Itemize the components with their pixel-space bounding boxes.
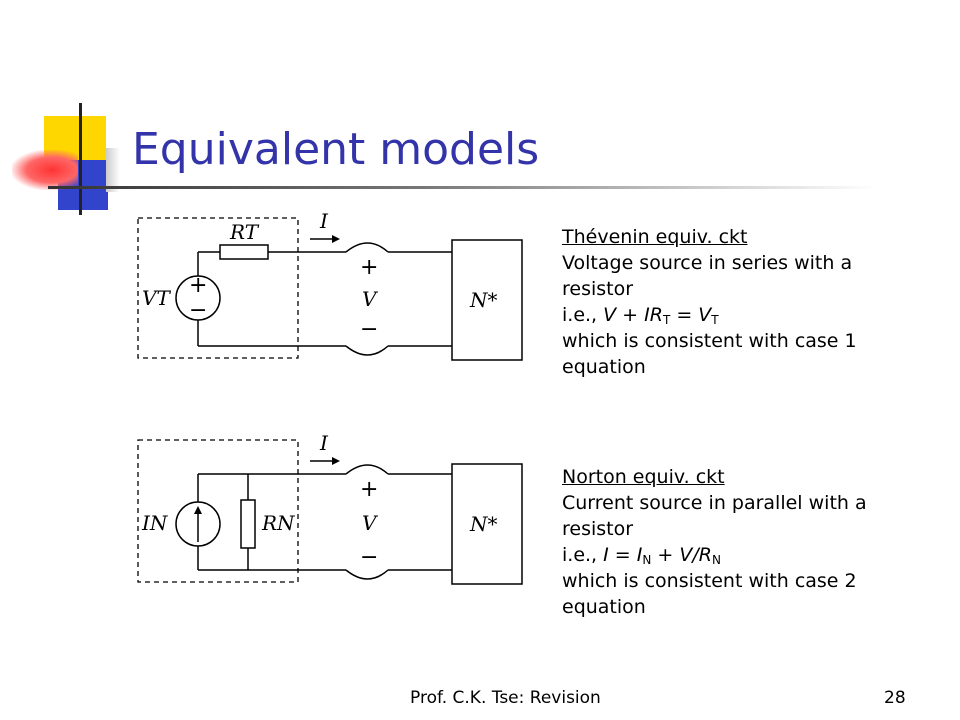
- norton-terminal-minus: −: [360, 545, 378, 570]
- norton-eq-vr: V/R: [679, 544, 712, 566]
- norton-eq-i: I: [603, 544, 609, 566]
- thevenin-source-label: VT: [142, 286, 171, 310]
- norton-equation: i.e., I = IN + V/RN: [562, 542, 902, 568]
- thevenin-dashed-box: [137, 217, 299, 359]
- norton-bottom-terminal-arc: [345, 569, 389, 580]
- thevenin-source-plus: +: [189, 273, 207, 298]
- norton-source-arrow-head: [194, 506, 202, 514]
- title-rule: [48, 186, 878, 189]
- norton-description: Norton equiv. ckt Current source in para…: [562, 464, 902, 620]
- thevenin-terminal-minus: −: [360, 317, 378, 342]
- norton-line1: Current source in parallel with a resist…: [562, 492, 867, 540]
- thevenin-circuit: RT I VT + − + V − N*: [137, 209, 523, 361]
- norton-current-label: I: [319, 431, 329, 455]
- norton-eq-sub-n: N: [642, 553, 652, 567]
- norton-resistor-label: RN: [261, 511, 296, 535]
- norton-eq-sub-n2: N: [711, 553, 721, 567]
- thevenin-eq-v: V: [603, 304, 617, 326]
- norton-current-arrow-head: [332, 457, 340, 465]
- norton-eq-prefix: i.e.,: [562, 544, 604, 566]
- thevenin-voltage-label: V: [362, 287, 379, 311]
- thevenin-eq-vt: V: [698, 304, 712, 326]
- norton-eq-equals: =: [608, 544, 637, 566]
- thevenin-resistor: [219, 244, 269, 260]
- thevenin-line3: which is consistent with case 1 equation: [562, 330, 857, 378]
- decor-red-gradient: [12, 150, 78, 190]
- decor-vertical-line: [79, 103, 82, 215]
- thevenin-eq-equals: =: [670, 304, 699, 326]
- thevenin-current-label: I: [319, 209, 329, 233]
- norton-dashed-box: [137, 439, 299, 583]
- thevenin-network-box: [451, 239, 523, 361]
- norton-resistor: [240, 499, 256, 549]
- norton-top-terminal-arc: [345, 464, 389, 475]
- slide-title: Equivalent models: [132, 124, 540, 175]
- thevenin-eq-plus: +: [616, 304, 645, 326]
- norton-eq-plus: +: [651, 544, 680, 566]
- norton-line3: which is consistent with case 2 equation: [562, 570, 857, 618]
- thevenin-description: Thévenin equiv. ckt Voltage source in se…: [562, 224, 902, 380]
- norton-eq-in: I: [636, 544, 643, 566]
- norton-source-label: IN: [141, 511, 169, 535]
- thevenin-network-label: N*: [469, 288, 498, 312]
- thevenin-eq-sub-t2: T: [711, 313, 719, 327]
- thevenin-terminal-plus: +: [360, 255, 378, 280]
- thevenin-eq-prefix: i.e.,: [562, 304, 604, 326]
- norton-network-label: N*: [469, 512, 498, 536]
- thevenin-heading: Thévenin equiv. ckt: [562, 226, 748, 248]
- thevenin-equation: i.e., V + IRT = VT: [562, 302, 902, 328]
- norton-network-box: [451, 463, 523, 585]
- thevenin-top-terminal-arc: [345, 242, 389, 253]
- norton-voltage-label: V: [362, 511, 379, 535]
- norton-heading: Norton equiv. ckt: [562, 466, 725, 488]
- thevenin-bottom-terminal-arc: [345, 345, 389, 356]
- thevenin-eq-ir: IR: [644, 304, 663, 326]
- thevenin-source-minus: −: [189, 298, 207, 323]
- thevenin-resistor-label: RT: [229, 220, 260, 244]
- norton-circuit: I IN RN + V − N*: [137, 431, 523, 585]
- thevenin-line1: Voltage source in series with a resistor: [562, 252, 853, 300]
- footer-author: Prof. C.K. Tse: Revision: [410, 688, 601, 708]
- page-number: 28: [884, 688, 906, 708]
- decor-shadow-bar: [106, 148, 120, 192]
- norton-terminal-plus: +: [360, 477, 378, 502]
- thevenin-current-arrow-head: [332, 235, 340, 243]
- thevenin-eq-sub-t: T: [662, 313, 671, 327]
